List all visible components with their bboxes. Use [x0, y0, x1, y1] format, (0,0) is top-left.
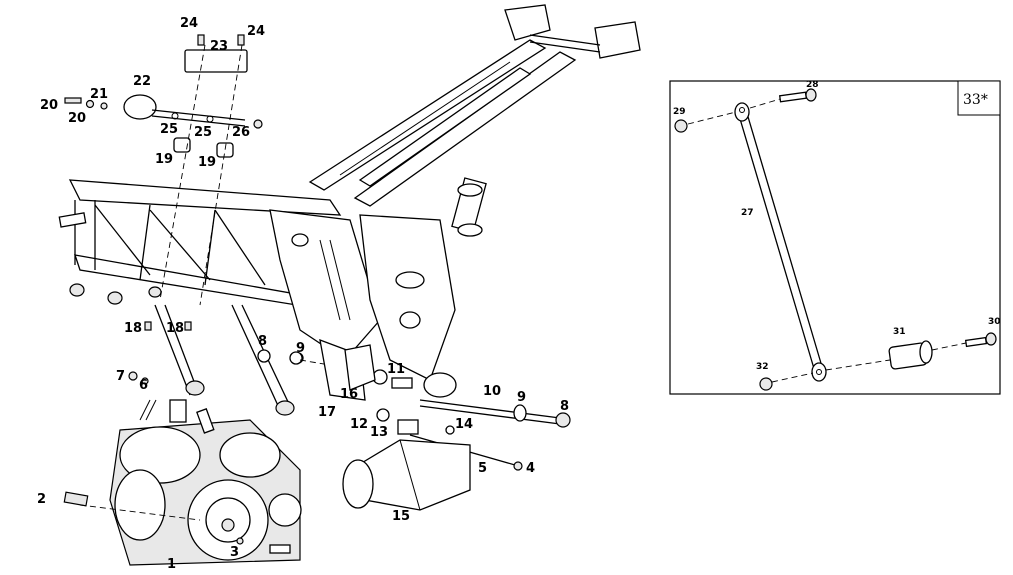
callout-5: 5: [478, 461, 487, 476]
engine-mount-struts: [128, 304, 304, 416]
main-frame: [58, 179, 457, 398]
callout-15: 15: [392, 509, 410, 524]
callout-30: 30: [988, 317, 1001, 327]
callout-18a: 18: [124, 321, 142, 336]
callout-19a: 19: [155, 152, 173, 167]
engine: [63, 399, 302, 566]
callout-13: 13: [370, 425, 388, 440]
callout-21: 21: [90, 87, 108, 102]
callout-8b: 8: [560, 399, 569, 414]
exhaust-silencer: [342, 439, 471, 511]
callout-25b: 25: [194, 125, 212, 140]
main-callout-labels: 1 2 3 4 5 6 7 8 8 9 9 10 11 12 13 14 15 …: [37, 16, 569, 572]
callout-8a: 8: [258, 334, 267, 349]
callout-1: 1: [167, 557, 176, 572]
callout-27: 27: [741, 208, 754, 218]
callout-12: 12: [350, 417, 368, 432]
bolt-28: [778, 88, 817, 103]
nut-29: [674, 119, 688, 133]
callout-11: 11: [387, 362, 405, 377]
callout-25a: 25: [160, 122, 178, 137]
callout-9a: 9: [296, 341, 305, 356]
callout-23: 23: [210, 39, 228, 54]
callout-24b: 24: [247, 24, 265, 39]
rear-subframe: [308, 4, 641, 237]
bolt-30: [964, 332, 997, 348]
callout-9b: 9: [517, 390, 526, 405]
callout-22: 22: [133, 74, 151, 89]
nut-32: [759, 377, 773, 391]
callout-17: 17: [318, 405, 336, 420]
pivot-hardware: [289, 338, 571, 471]
callout-4: 4: [526, 461, 535, 476]
spacer-31: [888, 340, 933, 370]
top-mount-hardware: [64, 34, 263, 331]
inset-panel: 33* 27: [669, 80, 1001, 395]
callout-2: 2: [37, 492, 46, 507]
callout-6: 6: [139, 378, 148, 393]
inset-border: [669, 80, 1001, 395]
strut-rod: [734, 102, 827, 382]
callout-31: 31: [893, 327, 906, 337]
callout-10: 10: [483, 384, 501, 399]
main-assembly: 1 2 3 4 5 6 7 8 8 9 9 10 11 12 13 14 15 …: [37, 4, 641, 572]
callout-20a: 20: [40, 98, 58, 113]
inset-tag: 33*: [963, 92, 988, 108]
callout-3: 3: [230, 545, 239, 560]
callout-32: 32: [756, 362, 769, 372]
inset-tag-box: [957, 80, 1001, 116]
callout-18b: 18: [166, 321, 184, 336]
callout-24a: 24: [180, 16, 198, 31]
callout-29: 29: [673, 107, 686, 117]
callout-16: 16: [340, 387, 358, 402]
callout-7: 7: [116, 369, 125, 384]
callout-28: 28: [806, 80, 819, 90]
callout-26: 26: [232, 125, 250, 140]
callout-14: 14: [455, 417, 473, 432]
callout-20b: 20: [68, 111, 86, 126]
callout-19b: 19: [198, 155, 216, 170]
